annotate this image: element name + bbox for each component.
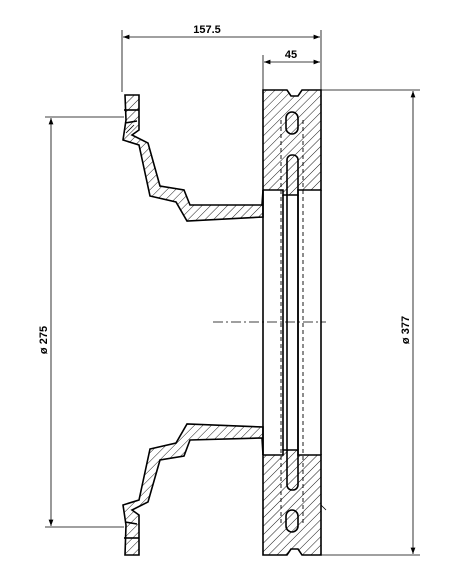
hub-diameter-label: ø 275 (38, 326, 50, 354)
upper-hole (285, 111, 299, 135)
disc-thickness-label: 45 (285, 49, 297, 61)
disc-ring-section (262, 89, 322, 556)
dimension-disc-diameter: ø 377 (321, 89, 420, 556)
edge-mark (320, 504, 327, 511)
lower-hole (285, 509, 299, 533)
overall-depth-label: 157.5 (193, 24, 221, 36)
dimension-hub-diameter: ø 275 (38, 116, 124, 528)
hat-section-lower (122, 423, 264, 556)
hat-section-upper (122, 94, 264, 222)
disc-diameter-label: ø 377 (400, 316, 412, 344)
dimension-disc-thickness: 45 (262, 49, 320, 90)
dimension-overall-depth: 157.5 (121, 24, 322, 92)
